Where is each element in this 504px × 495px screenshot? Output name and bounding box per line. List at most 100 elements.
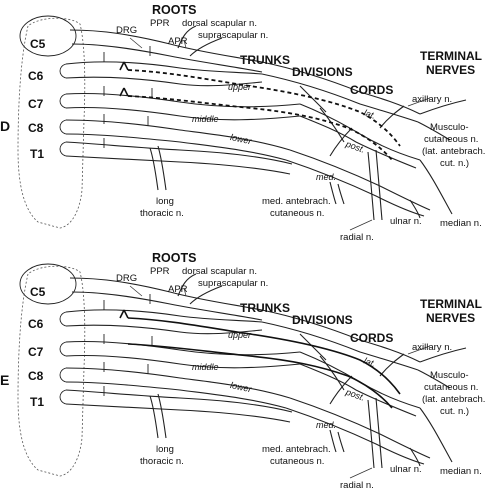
spinal-cord-outline: [17, 17, 86, 229]
c7-label: C7: [28, 97, 44, 111]
dorsal-scapular-nerve: [177, 273, 197, 297]
lateral-terminal: [417, 369, 451, 389]
c6-label: C6: [28, 69, 44, 83]
spinal-cord-outline: [17, 265, 86, 477]
lateral-terminal: [417, 121, 451, 141]
upper-trunk-label: upper: [228, 330, 252, 340]
musculocutaneous-label-1: Musculo-: [430, 122, 469, 133]
drg-label: DRG: [116, 25, 137, 36]
lateral-cord-label: lat.: [362, 108, 377, 122]
median-branch: [419, 159, 453, 215]
c8-label: C8: [28, 369, 44, 383]
lateral-cord-lower: [261, 73, 419, 123]
injection-marker-c6: [119, 61, 129, 71]
cords-heading: CORDS: [350, 331, 393, 345]
c5-ganglion-outline: [19, 15, 77, 57]
terminal-heading-2: NERVES: [426, 311, 475, 325]
dorsal-scapular-label: dorsal scapular n.: [182, 18, 257, 29]
suprascapular-nerve: [189, 285, 223, 305]
axillary-leader: [407, 97, 431, 107]
root-stump: [59, 63, 67, 79]
divisions-heading: DIVISIONS: [292, 313, 353, 327]
root-t1-lower-edge: [65, 403, 291, 423]
terminal-heading-1: TERMINAL: [420, 297, 482, 311]
trunks-heading: TRUNKS: [240, 301, 290, 315]
ppr-label: PPR: [150, 266, 170, 277]
medial-cord-label: med.: [316, 420, 336, 430]
apr-label: APR: [168, 36, 188, 47]
root-c7-upper-edge: [65, 340, 301, 356]
ulnar-branch: [409, 447, 421, 467]
c5-label: C5: [30, 37, 46, 51]
axillary-leader: [407, 345, 431, 355]
radial-branch: [375, 397, 383, 469]
root-c5-upper-edge: [69, 277, 263, 311]
radial-branch: [375, 149, 383, 221]
med-antebrach-label-1: med. antebrach.: [262, 196, 331, 207]
axillary-label: axillary n.: [412, 342, 452, 353]
lateral-cord-upper: [261, 61, 421, 115]
median-branch: [419, 407, 453, 463]
medial-cord-upper: [289, 149, 431, 211]
apr-label: APR: [168, 284, 188, 295]
long-thoracic-label-1: long: [156, 196, 174, 207]
dorsal-scapular-nerve: [177, 25, 197, 49]
root-c7-lower-edge: [65, 106, 301, 121]
radial-label: radial n.: [340, 232, 374, 243]
injection-marker-c6: [119, 309, 129, 319]
med-antebrach-label-2: cutaneous n.: [270, 208, 324, 219]
posterior-cord-label: post.: [344, 138, 367, 154]
radial-leader: [349, 467, 373, 479]
traced-path-c6: [127, 69, 401, 147]
musculocutaneous-label-1: Musculo-: [430, 370, 469, 381]
med-antebrach-branch-edge: [337, 431, 345, 453]
panel-letter: E: [0, 372, 9, 388]
radial-leader: [349, 219, 373, 231]
root-c5-upper-edge: [69, 29, 263, 63]
root-c6-lower-edge: [65, 76, 263, 87]
posterior-cord-label: post.: [344, 386, 367, 402]
root-c8-lower-edge: [65, 133, 287, 161]
lower-trunk-label: lower: [229, 380, 253, 394]
c6-label: C6: [28, 317, 44, 331]
med-antebrach-branch-edge: [337, 183, 345, 205]
ulnar-label: ulnar n.: [390, 464, 422, 475]
division-cross-3: [329, 127, 353, 157]
posterior-cord-lower: [299, 115, 417, 169]
root-c7-upper-edge: [65, 92, 301, 108]
root-c5-lower-edge: [71, 291, 263, 321]
root-c7-lower-edge: [65, 354, 301, 369]
c5-label: C5: [30, 285, 46, 299]
root-c5-lower-edge: [71, 43, 263, 73]
musculocutaneous-label-2: cutaneous n.: [424, 134, 478, 145]
panel-letter: D: [0, 118, 10, 134]
root-c8-upper-edge: [65, 367, 291, 399]
med-antebrach-label-2: cutaneous n.: [270, 456, 324, 467]
posterior-cord-upper: [299, 103, 421, 161]
t1-label: T1: [30, 147, 44, 161]
c7-label: C7: [28, 345, 44, 359]
divisions-heading: DIVISIONS: [292, 65, 353, 79]
medial-cord-label: med.: [316, 172, 336, 182]
root-t1-upper-edge: [65, 141, 293, 165]
t1-label: T1: [30, 395, 44, 409]
axillary-branch: [379, 105, 405, 129]
middle-trunk-label: middle: [192, 114, 219, 124]
ulnar-branch: [409, 199, 421, 219]
musculocutaneous-label-3: (lat. antebrach.: [422, 394, 485, 405]
upper-trunk-label: upper: [228, 82, 252, 92]
median-label: median n.: [440, 218, 482, 229]
axillary-branch: [379, 353, 405, 377]
division-cross-2: [319, 355, 345, 391]
musculocutaneous-branch: [419, 99, 467, 115]
c8-label: C8: [28, 121, 44, 135]
lower-trunk-label: lower: [229, 132, 253, 146]
suprascapular-label: suprascapular n.: [198, 278, 268, 289]
suprascapular-label: suprascapular n.: [198, 30, 268, 41]
root-c8-lower-edge: [65, 381, 287, 409]
injection-marker-c7: [119, 87, 129, 97]
root-stump: [59, 141, 67, 157]
med-antebrach-branch: [329, 181, 337, 205]
root-stump: [59, 311, 67, 327]
